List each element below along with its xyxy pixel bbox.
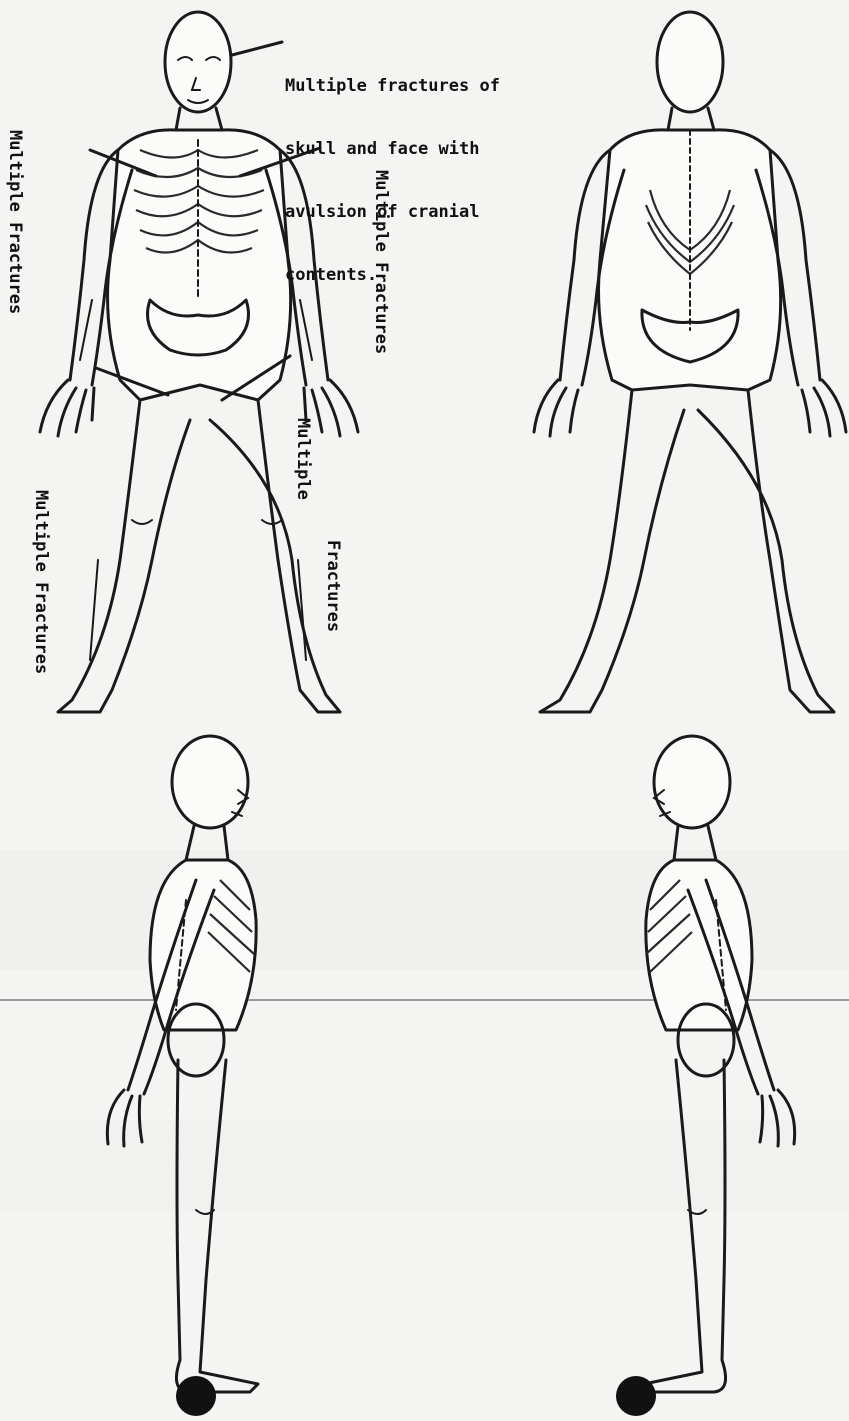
inner-leg-label-fractures: Fractures bbox=[322, 540, 343, 632]
left-side-view-figure bbox=[107, 736, 258, 1416]
right-side-fracture-label: Multiple Fractures bbox=[370, 170, 391, 354]
skull-note-line: Multiple fractures of bbox=[285, 76, 500, 97]
skull-note-line: contents. bbox=[285, 265, 500, 286]
left-leg-fracture-label: Multiple Fractures bbox=[30, 490, 51, 674]
skull-fracture-note: Multiple fractures of skull and face wit… bbox=[285, 34, 500, 328]
skull-note-line: skull and face with bbox=[285, 139, 500, 160]
inner-leg-label-multiple: Multiple bbox=[292, 418, 313, 500]
back-view-figure bbox=[534, 12, 846, 712]
right-side-view-figure bbox=[616, 736, 795, 1416]
left-arm-fracture-label: Multiple Fractures bbox=[4, 130, 25, 314]
skull-note-line: avulsion of cranial bbox=[285, 202, 500, 223]
